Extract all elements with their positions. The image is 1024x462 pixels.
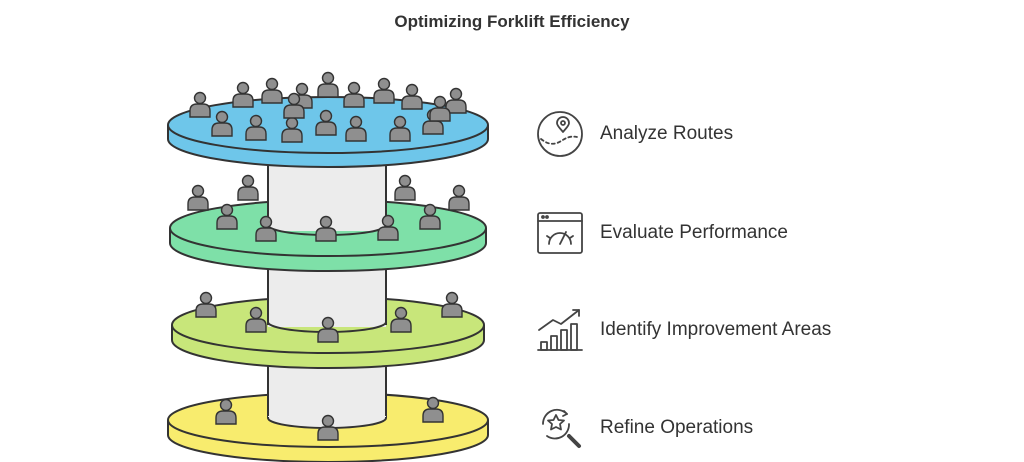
person-figure: [281, 116, 303, 143]
person-figure: [401, 83, 423, 110]
person-figure: [189, 91, 211, 118]
person-figure: [419, 203, 441, 230]
person-figure: [317, 71, 339, 98]
person-figure: [377, 214, 399, 241]
person-figure: [195, 291, 217, 318]
person-figure: [343, 81, 365, 108]
person-figure: [232, 81, 254, 108]
tiered-platform-stack: [167, 71, 489, 462]
person-figure: [394, 174, 416, 201]
people-figures: [187, 71, 470, 441]
person-figure: [245, 114, 267, 141]
person-figure: [390, 306, 412, 333]
person-figure: [345, 115, 367, 142]
person-figure: [187, 184, 209, 211]
person-figure: [441, 291, 463, 318]
person-figure: [255, 215, 277, 242]
person-figure: [422, 396, 444, 423]
person-figure: [317, 414, 339, 441]
step-label-evaluate-performance: Evaluate Performance: [600, 222, 788, 243]
step-label-identify-improvement-areas: Identify Improvement Areas: [600, 319, 832, 340]
person-figure: [315, 109, 337, 136]
person-figure: [237, 174, 259, 201]
gauge-dashboard-icon: [535, 208, 585, 263]
star-magnifier-icon: [535, 402, 585, 457]
person-figure: [245, 306, 267, 333]
step-label-analyze-routes: Analyze Routes: [600, 123, 734, 144]
person-figure: [315, 215, 337, 242]
person-figure: [429, 95, 451, 122]
person-figure: [215, 398, 237, 425]
map-pin-route-icon: [535, 109, 585, 164]
step-label-refine-operations: Refine Operations: [600, 417, 754, 438]
person-figure: [211, 110, 233, 137]
column-segment: [267, 262, 387, 333]
person-figure: [283, 92, 305, 119]
person-figure: [389, 115, 411, 142]
person-figure: [317, 316, 339, 343]
rising-bar-chart-icon: [535, 304, 585, 359]
person-figure: [445, 87, 467, 114]
diagram-title: Optimizing Forklift Efficiency: [394, 12, 630, 31]
person-figure: [448, 184, 470, 211]
person-figure: [261, 77, 283, 104]
person-figure: [373, 77, 395, 104]
person-figure: [216, 203, 238, 230]
